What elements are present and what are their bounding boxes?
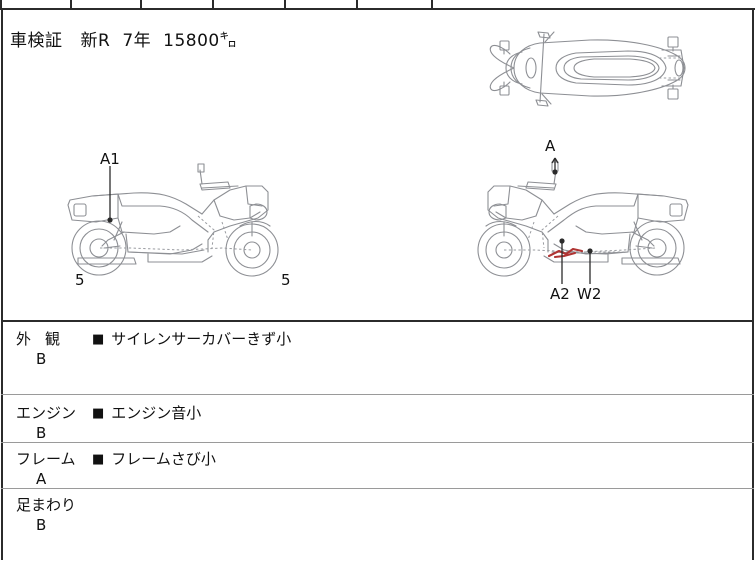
- leader-line-w2: [587, 248, 593, 284]
- condition-row-engine: エンジン B ■ エンジン音小: [0, 402, 753, 442]
- scooter-right-side-view: [464, 160, 694, 280]
- bullet-icon: ■: [92, 406, 105, 421]
- condition-note-frame-text: フレームさび小: [111, 450, 216, 468]
- condition-grade-suspension: B: [36, 516, 47, 534]
- condition-label-suspension-text: 足まわり: [16, 496, 77, 514]
- condition-grade-exterior: B: [36, 350, 47, 368]
- divider-row-engine: [1, 442, 754, 443]
- leader-line-a1: [107, 166, 113, 223]
- condition-grade-frame: A: [36, 470, 47, 488]
- leader-line-a2: [559, 238, 565, 284]
- bullet-icon: ■: [92, 452, 105, 467]
- era-label: 新R: [80, 31, 111, 51]
- condition-label-exterior-part1: 外: [16, 330, 32, 348]
- vehicle-info-line: 車検証新R 7年 15800㌔: [10, 26, 237, 51]
- condition-label-engine-text: エンジン: [16, 404, 77, 422]
- header-cell-4: [212, 0, 284, 9]
- condition-note-engine: ■ エンジン音小: [92, 402, 201, 423]
- condition-row-exterior: 外観 B ■ サイレンサーカバーきず小: [0, 328, 753, 394]
- scooter-top-view: [478, 28, 693, 108]
- header-cell-3: [140, 0, 212, 9]
- condition-note-engine-text: エンジン音小: [111, 404, 202, 422]
- scooter-left-side-view: [62, 160, 292, 280]
- mileage-value: 15800㌔: [163, 31, 238, 51]
- header-cell-6: [356, 0, 431, 9]
- condition-grade-engine: B: [36, 424, 47, 442]
- bullet-icon: ■: [92, 332, 105, 347]
- condition-row-suspension: 足まわり B: [0, 494, 753, 554]
- divider-row-exterior: [1, 394, 754, 395]
- mark-label-w2: W2: [577, 285, 602, 303]
- condition-note-exterior: ■ サイレンサーカバーきず小: [92, 328, 291, 349]
- mark-label-a2: A2: [550, 285, 570, 303]
- condition-note-frame: ■ フレームさび小: [92, 448, 216, 469]
- header-cell-1: [0, 0, 70, 9]
- condition-label-exterior: 外観: [16, 328, 60, 349]
- divider-conditions-top: [1, 320, 754, 322]
- condition-note-exterior-text: サイレンサーカバーきず小: [111, 330, 292, 348]
- scooter-left-side-view-svg: [67, 163, 279, 277]
- header-cell-2: [70, 0, 140, 9]
- corner-number-right: 5: [281, 271, 291, 289]
- damage-mark-scratch: [547, 247, 584, 259]
- condition-row-frame: フレーム A ■ フレームさび小: [0, 448, 753, 488]
- year-value: 7年: [122, 31, 152, 51]
- divider-row-frame: [1, 488, 754, 489]
- mark-label-a: A: [545, 137, 556, 155]
- header-cell-7: [431, 0, 755, 9]
- sheet-frame: [1, 10, 754, 560]
- header-table: [0, 0, 755, 10]
- condition-label-exterior-part2: 観: [45, 330, 61, 348]
- scooter-top-view-svg: [489, 31, 686, 107]
- corner-number-left: 5: [75, 271, 85, 289]
- mark-label-a1: A1: [100, 150, 120, 168]
- condition-label-engine: エンジン: [16, 402, 76, 423]
- condition-label-frame-text: フレーム: [16, 450, 76, 468]
- condition-label-suspension: 足まわり: [16, 494, 76, 515]
- leader-line-a: [551, 157, 559, 175]
- header-cell-5: [284, 0, 356, 9]
- scooter-right-side-view-svg: [477, 161, 689, 277]
- doc-label: 車検証: [10, 31, 63, 51]
- condition-label-frame: フレーム: [16, 448, 76, 469]
